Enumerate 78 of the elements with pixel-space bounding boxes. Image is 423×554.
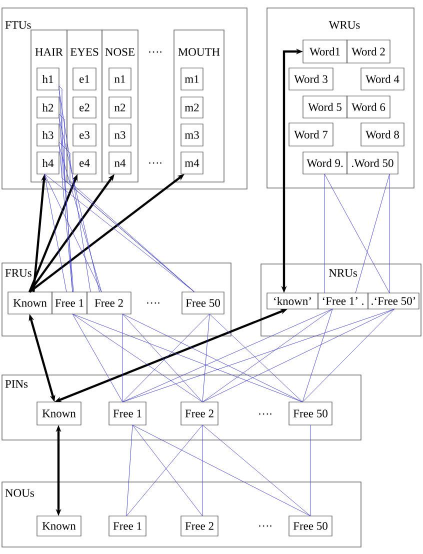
ellipsis: …. <box>149 162 162 164</box>
connection-line <box>44 174 102 292</box>
unit-box: e3 <box>72 124 96 146</box>
connection-line <box>389 174 390 294</box>
unit-box: m2 <box>180 96 204 118</box>
connection-line <box>44 174 195 292</box>
connection-line <box>202 308 333 402</box>
ellipsis: …. <box>259 525 272 527</box>
unit-box: m4 <box>180 152 204 174</box>
unit-box: Free 2 <box>86 292 132 314</box>
connection-line <box>126 424 133 516</box>
unit-box: n4 <box>108 152 132 174</box>
connection-line <box>72 314 203 402</box>
unit-box: Word 5 <box>302 96 348 118</box>
unit-box: n3 <box>108 124 132 146</box>
unit-box: Free 1 <box>108 516 146 536</box>
unit-box: Known <box>36 402 82 426</box>
connection-line <box>44 174 67 292</box>
unit-box: Free 2 <box>180 402 218 426</box>
unit-box: Word 9. <box>302 152 348 174</box>
unit-box: Word 6 <box>346 96 390 118</box>
connection-line <box>58 85 73 292</box>
connection-line <box>72 314 303 402</box>
unit-box: e4 <box>72 152 96 174</box>
unit-box: h1 <box>36 68 60 90</box>
connection-line <box>302 308 333 402</box>
connection-line <box>132 424 311 516</box>
unit-box: Word 8 <box>360 122 404 146</box>
unit-box: ‘known’ <box>266 292 318 310</box>
connection-line <box>202 424 311 516</box>
connection-line <box>58 117 100 292</box>
connection-line <box>202 314 210 402</box>
unit-box: Free 1 <box>108 402 146 426</box>
unit-box: Free 1 <box>52 292 88 314</box>
connection-line <box>355 174 390 294</box>
unit-box: ‘Free 1’ . <box>318 292 368 310</box>
ellipsis: …. <box>147 302 160 304</box>
connection-line <box>58 114 74 292</box>
connection-line <box>58 143 73 292</box>
connection-line <box>72 314 123 402</box>
unit-box: n1 <box>108 68 132 90</box>
connection-line <box>202 308 395 402</box>
unit-box: Known <box>36 516 82 536</box>
unit-box: n2 <box>108 96 132 118</box>
unit-box: Word 4 <box>360 68 404 90</box>
connection-line <box>202 424 203 516</box>
unit-box: Known <box>8 292 52 314</box>
ellipsis: …. <box>149 51 162 53</box>
unit-box: Word1 <box>302 40 348 64</box>
unit-box: h2 <box>36 96 60 118</box>
unit-box: Free 2 <box>180 516 218 536</box>
unit-box: m1 <box>180 68 204 90</box>
unit-box: Word 7 <box>288 122 334 146</box>
unit-box: .Word 50 <box>346 152 398 174</box>
connection-line <box>122 314 303 402</box>
connection-line <box>58 89 91 292</box>
connection-line <box>122 308 395 402</box>
connection-line <box>310 424 311 516</box>
ellipsis: …. <box>259 413 272 415</box>
unit-box: Word 2 <box>346 40 390 64</box>
unit-box: Word 3 <box>288 68 334 90</box>
connection-line <box>122 308 333 402</box>
connection-line <box>324 174 390 294</box>
connection-line <box>122 314 123 402</box>
unit-box: Free 50 <box>288 516 332 536</box>
unit-box: e1 <box>72 68 96 90</box>
unit-box: Free 50 <box>288 402 332 426</box>
connection-line <box>302 308 395 402</box>
unit-box: e2 <box>72 96 96 118</box>
connection-line <box>58 145 102 292</box>
connection-line <box>324 174 325 294</box>
unit-box: h4 <box>36 152 60 174</box>
unit-box: h3 <box>36 124 60 146</box>
unit-box: .‘Free 50’ <box>368 292 420 310</box>
unit-box: m3 <box>180 124 204 146</box>
connection-line <box>209 314 303 402</box>
connection-line <box>58 142 195 292</box>
unit-box: Free 50 <box>182 292 224 314</box>
